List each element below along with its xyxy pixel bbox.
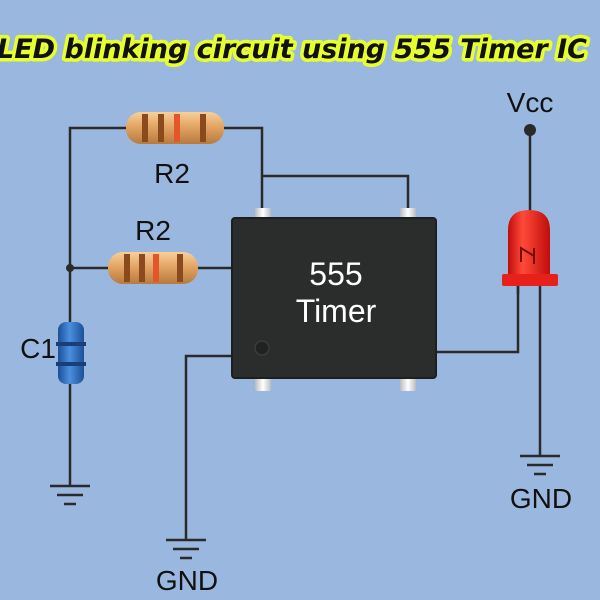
- resistor-r2-top: [126, 112, 224, 144]
- timer-555-chip: [231, 208, 437, 391]
- chip-notch: [254, 340, 270, 356]
- vcc-label: Vcc: [507, 87, 554, 118]
- diagram-title: LED blinking circuit using 555 Timer IC: [0, 34, 587, 65]
- vcc-terminal-dot: [524, 124, 536, 136]
- gnd-label-led: GND: [510, 483, 572, 514]
- chip-label-number: 555: [309, 256, 362, 292]
- chip-label-name: Timer: [296, 293, 377, 329]
- capacitor-c1: [56, 322, 86, 384]
- chip-body: [231, 217, 437, 379]
- ground-symbol-chip: [166, 538, 206, 560]
- ground-symbol-led: [520, 454, 560, 476]
- wires: [68, 126, 542, 540]
- led: [502, 210, 558, 294]
- junction-dot: [66, 264, 74, 272]
- r2-top-label: R2: [154, 158, 190, 189]
- r2-bottom-label: R2: [135, 215, 171, 246]
- c1-label: C1: [20, 333, 56, 364]
- gnd-label-chip: GND: [156, 565, 218, 596]
- ground-symbol-capacitor: [50, 484, 90, 506]
- resistor-r2-bottom: [108, 252, 198, 284]
